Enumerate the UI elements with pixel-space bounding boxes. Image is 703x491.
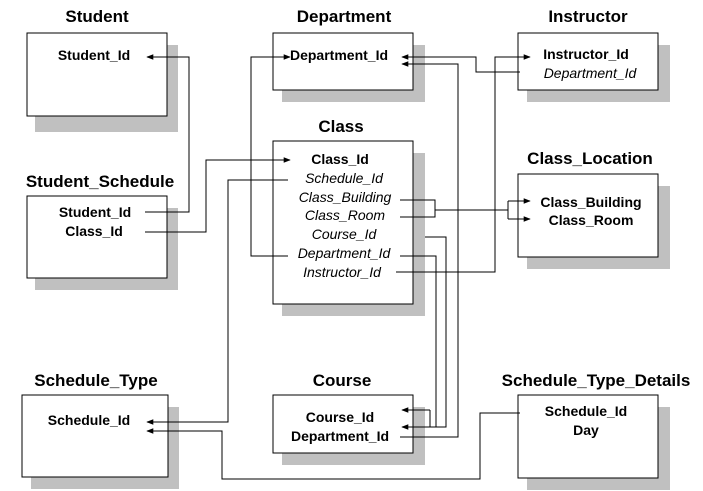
field-class-class-id: Class_Id [311, 151, 369, 167]
table-title-schedule-type: Schedule_Type [34, 371, 157, 390]
field-schedule-type-schedule-id: Schedule_Id [48, 412, 130, 428]
table-box [517, 394, 659, 479]
table-student-schedule: Student_Schedule Student_Id Class_Id [26, 172, 178, 290]
table-schedule-type: Schedule_Type Schedule_Id [21, 371, 179, 489]
table-box [26, 32, 168, 117]
field-class-class-room: Class_Room [305, 207, 385, 223]
table-title-instructor: Instructor [548, 7, 628, 26]
table-title-student-schedule: Student_Schedule [26, 172, 174, 191]
field-class-location-class-building: Class_Building [540, 194, 641, 210]
connector-student-schedule-class [145, 157, 291, 233]
table-box [517, 32, 659, 91]
field-class-class-building: Class_Building [299, 189, 392, 205]
field-student-schedule-class-id: Class_Id [65, 223, 123, 239]
field-schedule-type-details-day: Day [573, 422, 599, 438]
table-class: Class Class_Id Schedule_Id Class_Buildin… [272, 117, 425, 316]
field-class-schedule-id: Schedule_Id [305, 170, 384, 186]
field-student-student-id: Student_Id [58, 47, 130, 63]
table-course: Course Course_Id Department_Id [272, 371, 425, 465]
field-class-department-id: Department_Id [298, 245, 392, 261]
connector-class-location-bracket-left [400, 199, 436, 218]
table-title-class-location: Class_Location [527, 149, 653, 168]
table-title-course: Course [313, 371, 372, 390]
field-student-schedule-student-id: Student_Id [59, 204, 131, 220]
field-class-location-class-room: Class_Room [549, 212, 634, 228]
table-instructor: Instructor Instructor_Id Department_Id [517, 7, 670, 102]
connector-class-department [250, 54, 291, 257]
table-title-student: Student [65, 7, 129, 26]
field-course-course-id: Course_Id [306, 409, 374, 425]
table-department: Department Department_Id [272, 7, 425, 102]
connector-course-department [400, 61, 459, 438]
field-schedule-type-details-schedule-id: Schedule_Id [545, 403, 627, 419]
connector-student-schedule-student [145, 54, 190, 213]
table-box [272, 140, 414, 305]
connector-instructor-department [401, 54, 520, 73]
field-department-department-id: Department_Id [290, 47, 388, 63]
connector-class-schedule-type [146, 179, 288, 425]
table-student: Student Student_Id [26, 7, 178, 132]
field-instructor-department-id: Department_Id [544, 65, 638, 81]
table-title-class: Class [318, 117, 363, 136]
connector-schedule-type-details-schedule-type [146, 412, 520, 480]
connector-class-course-trunk [425, 236, 447, 428]
field-class-instructor-id: Instructor_Id [303, 264, 382, 280]
connector-class-course-dept [400, 255, 437, 427]
table-box [517, 173, 659, 258]
table-title-schedule-type-details: Schedule_Type_Details [502, 371, 691, 390]
table-title-department: Department [297, 7, 392, 26]
field-instructor-instructor-id: Instructor_Id [543, 46, 629, 62]
field-course-department-id: Department_Id [291, 428, 389, 444]
table-box [21, 394, 169, 478]
table-box [272, 32, 414, 91]
table-schedule-type-details: Schedule_Type_Details Schedule_Id Day [502, 371, 691, 490]
table-class-location: Class_Location Class_Building Class_Room [517, 149, 670, 269]
table-box [272, 394, 414, 454]
table-box [26, 195, 168, 279]
field-class-course-id: Course_Id [312, 226, 378, 242]
